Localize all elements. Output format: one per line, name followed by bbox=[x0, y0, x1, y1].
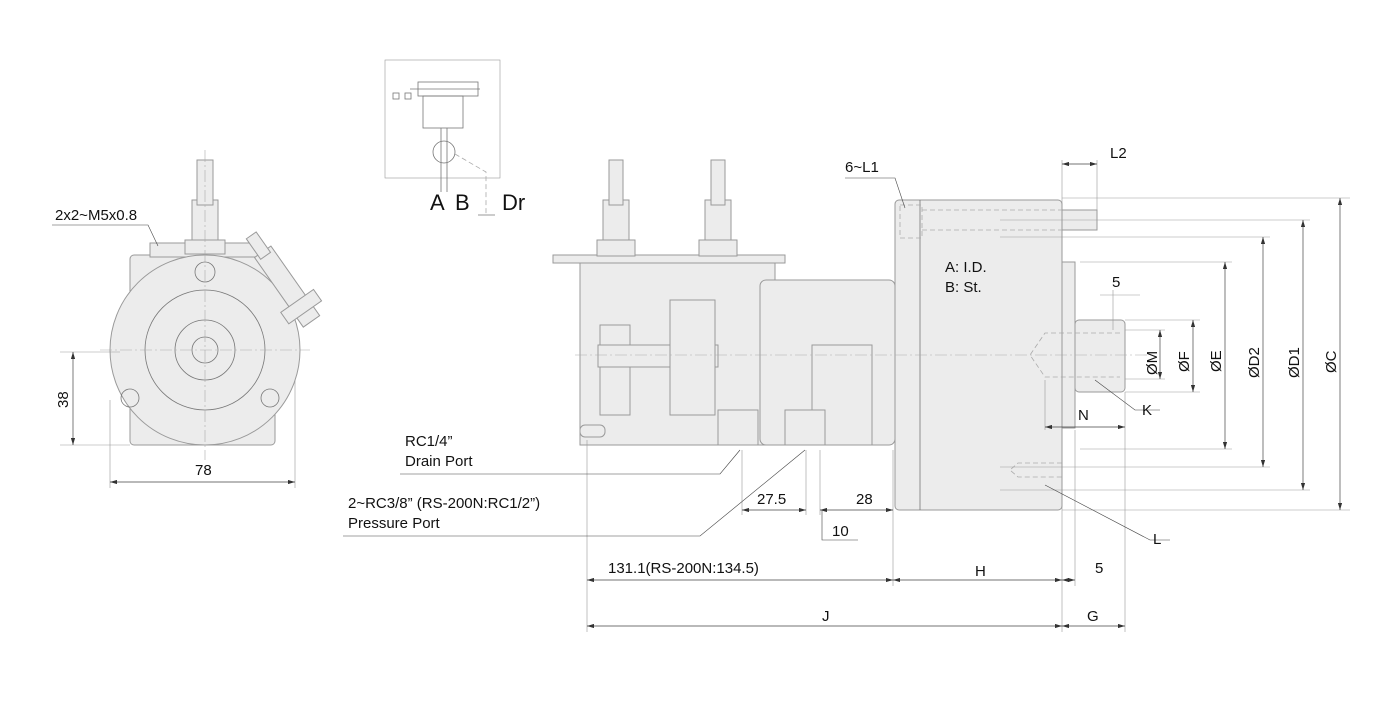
drain-size: RC1/4” bbox=[405, 433, 453, 450]
pressure-name: Pressure Port bbox=[348, 515, 441, 532]
port-a-label: A bbox=[430, 190, 445, 215]
port-b-label: B bbox=[455, 190, 470, 215]
dim-g: G bbox=[1087, 608, 1099, 625]
dim-27-5: 27.5 bbox=[757, 491, 786, 508]
bolt-label: 6~L1 bbox=[845, 159, 879, 176]
dim-131-1: 131.1(RS-200N:134.5) bbox=[608, 560, 759, 577]
dim-78: 78 bbox=[195, 462, 212, 479]
dimension-lines bbox=[343, 161, 1343, 629]
note-id: A: I.D. bbox=[945, 259, 987, 276]
dim-5-boss: 5 bbox=[1112, 274, 1120, 291]
dim-n: N bbox=[1078, 407, 1089, 424]
dim-5: 5 bbox=[1095, 560, 1103, 577]
label-k: K bbox=[1142, 402, 1152, 419]
section-view bbox=[552, 159, 1150, 511]
dim-d2: ØD2 bbox=[1246, 347, 1263, 378]
dim-j: J bbox=[822, 608, 830, 625]
dim-d1: ØD1 bbox=[1286, 347, 1303, 378]
port-dr-label: Dr bbox=[502, 190, 525, 215]
dim-f: ØF bbox=[1176, 351, 1193, 372]
label-l: L bbox=[1153, 531, 1161, 548]
dim-28: 28 bbox=[856, 491, 873, 508]
side-view bbox=[52, 150, 323, 488]
hydraulic-symbol bbox=[384, 59, 501, 216]
dim-38: 38 bbox=[55, 391, 72, 408]
extension-lines bbox=[586, 160, 1350, 632]
dim-10: 10 bbox=[832, 523, 849, 540]
dim-h: H bbox=[975, 563, 986, 580]
drain-name: Drain Port bbox=[405, 453, 473, 470]
dim-m: ØM bbox=[1144, 351, 1161, 375]
pressure-size: 2~RC3/8” (RS-200N:RC1/2”) bbox=[348, 495, 540, 512]
dim-e: ØE bbox=[1208, 350, 1225, 372]
note-st: B: St. bbox=[945, 279, 982, 296]
dim-l2: L2 bbox=[1110, 145, 1127, 162]
dim-c: ØC bbox=[1323, 350, 1340, 373]
thread-label: 2x2~M5x0.8 bbox=[55, 207, 137, 224]
